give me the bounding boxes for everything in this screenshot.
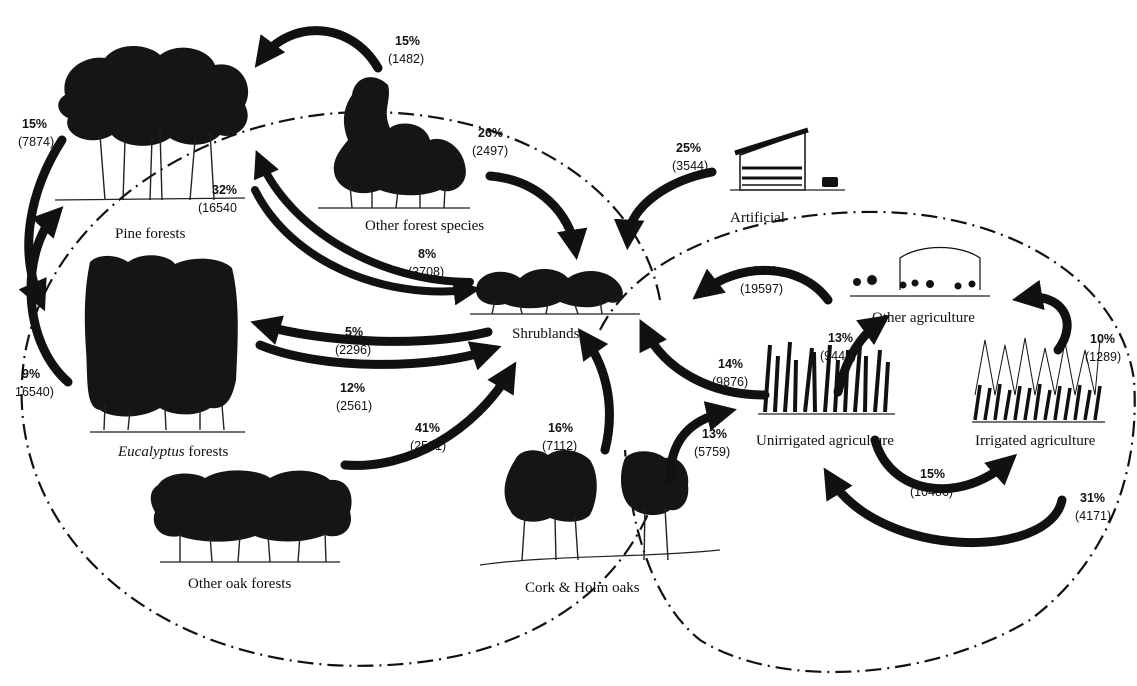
label-eucalyptus-rest: forests (185, 444, 229, 460)
other-forest-species-illustration (318, 77, 470, 209)
flow-pct: 14% (718, 357, 743, 371)
flow-pct: 12% (340, 381, 365, 395)
flow-pct: 13% (702, 427, 727, 441)
flow-pct: 8% (418, 247, 436, 261)
label-irrigated-agriculture: Irrigated agriculture (975, 433, 1096, 449)
flow-pct: 5% (345, 325, 363, 339)
arrow-cork-shrublands (577, 328, 614, 455)
cork-holm-oaks-illustration (479, 449, 721, 566)
label-unirrigated-agriculture: Unirrigated agriculture (756, 433, 894, 449)
flow-pct: 16% (548, 421, 573, 435)
flow-count: (19597) (740, 282, 783, 296)
label-other-forest-species: Other forest species (365, 218, 484, 234)
label-artificial: Artificial (730, 210, 785, 226)
transition-arrows (18, 26, 1072, 548)
flow-count: (2501) (410, 439, 446, 453)
flow-pct: 10% (1090, 332, 1115, 346)
label-shrublands: Shrublands (512, 326, 580, 342)
flow-count: (16540 (198, 201, 237, 215)
flow-count: (5759) (694, 445, 730, 459)
flow-count: 16540) (15, 385, 54, 399)
flow-pct: 41% (415, 421, 440, 435)
eucalyptus-forests-illustration (84, 255, 245, 433)
flow-pct: 9% (22, 367, 40, 381)
arrow-unirrigated-shrublands (639, 319, 770, 400)
irrigated-agriculture-illustration (972, 337, 1105, 423)
arrow-eucalyptus-pine (26, 206, 73, 387)
arrow-irrigated-otheragri (1011, 279, 1072, 355)
arrow-otheragri-unirrigated (833, 314, 890, 397)
arrow-shrublands-otheragri (692, 265, 833, 305)
label-other-oak-forests: Other oak forests (188, 576, 291, 592)
flow-count: (9876) (712, 375, 748, 389)
flow-count: (3708) (408, 265, 444, 279)
arrow-shrublands-eucalyptus (250, 315, 493, 346)
flow-pct: 15% (395, 34, 420, 48)
flow-count: (7874) (18, 135, 54, 149)
arrow-cork-unirrigated (665, 401, 737, 485)
flow-count: (1289) (1085, 350, 1121, 364)
flow-pct: 32% (212, 183, 237, 197)
label-eucalyptus-forests: Eucalyptus forests (117, 444, 229, 460)
forest-domain-boundary (20, 110, 667, 667)
agriculture-domain-boundary (599, 210, 1136, 674)
arrow-artificial-shrublands (613, 167, 717, 251)
flow-count: (2296) (335, 343, 371, 357)
label-eucalyptus-italic: Eucalyptus (117, 444, 185, 460)
flow-pct: 26% (478, 126, 503, 140)
flow-labels: 15% (1482) 15% (7874) 9% 16540) 32% (165… (15, 34, 1121, 523)
flow-count: (10486) (910, 485, 953, 499)
flow-pct: 25% (676, 141, 701, 155)
arrow-otheroak-shrublands (340, 361, 517, 470)
flow-count: (2561) (336, 399, 372, 413)
arrow-irrigated-unirrigated (823, 467, 1067, 548)
label-other-agriculture: Other agriculture (872, 310, 975, 326)
shrublands-illustration (470, 268, 640, 315)
label-cork-holm-oaks: Cork & Holm oaks (525, 580, 640, 596)
arrow-shrublands-pine (253, 150, 474, 286)
artificial-illustration (730, 127, 845, 191)
flow-count: (7112) (542, 439, 577, 453)
label-pine-forests: Pine forests (115, 226, 186, 242)
flow-count: (9441) (820, 349, 856, 363)
flow-count: (3544) (672, 159, 708, 173)
flow-pct: 19% (752, 264, 777, 278)
flow-count: (4171) (1075, 509, 1111, 523)
arrow-pine-otherforest (254, 26, 383, 73)
flow-pct: 31% (1080, 491, 1105, 505)
arrow-otherforest-shrublands (485, 171, 588, 261)
flow-count: (2497) (472, 144, 508, 158)
other-oak-forests-illustration (150, 470, 352, 563)
other-agriculture-illustration (850, 246, 990, 297)
flow-pct: 15% (22, 117, 47, 131)
arrow-pine-shrublands (251, 186, 481, 306)
arrow-unirrigated-irrigated (870, 435, 1018, 494)
arrow-eucalyptus-shrublands (255, 340, 502, 371)
flow-count: (1482) (388, 52, 424, 66)
flow-pct: 13% (828, 331, 853, 345)
pine-forests-illustration (54, 45, 249, 201)
flow-pct: 15% (920, 467, 945, 481)
